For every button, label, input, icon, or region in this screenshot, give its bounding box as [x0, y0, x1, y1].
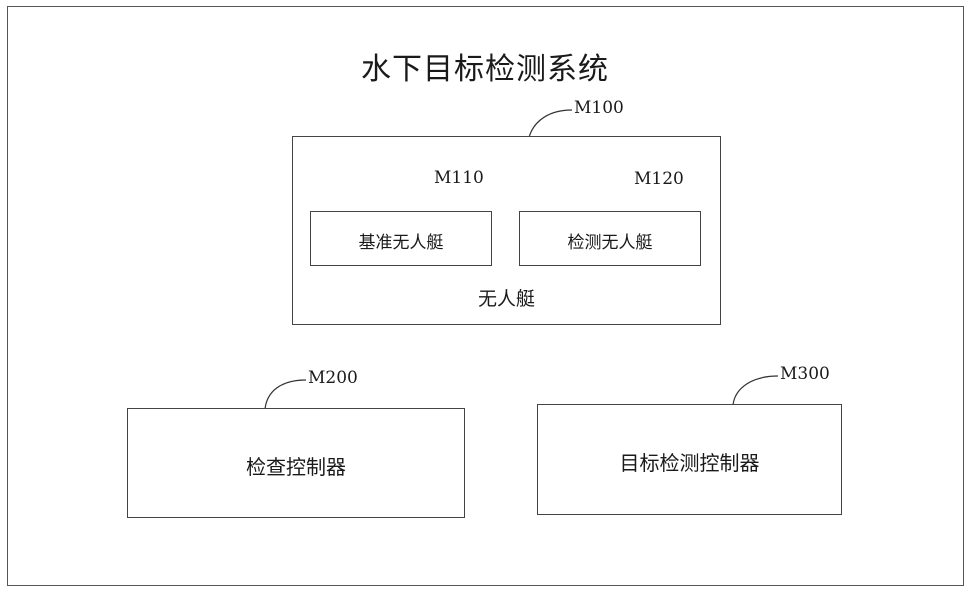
target-detection-controller-box: 目标检测控制器	[537, 404, 842, 515]
leader-m200	[265, 380, 306, 409]
ref-label-m100: M100	[574, 98, 624, 118]
usv-label: 无人艇	[293, 284, 720, 311]
ref-label-m110: M110	[434, 168, 484, 188]
leader-m300	[733, 376, 778, 405]
ref-label-m120: M120	[634, 169, 684, 189]
ref-label-m300: M300	[780, 364, 830, 384]
check-controller-box: 检查控制器	[127, 408, 465, 518]
detection-usv-box: 检测无人艇	[519, 211, 701, 266]
detection-usv-label: 检测无人艇	[520, 228, 700, 253]
reference-usv-box: 基准无人艇	[310, 211, 492, 266]
ref-label-m200: M200	[308, 368, 358, 388]
target-detection-controller-label: 目标检测控制器	[538, 447, 841, 476]
check-controller-label: 检查控制器	[128, 451, 464, 480]
reference-usv-label: 基准无人艇	[311, 228, 491, 253]
